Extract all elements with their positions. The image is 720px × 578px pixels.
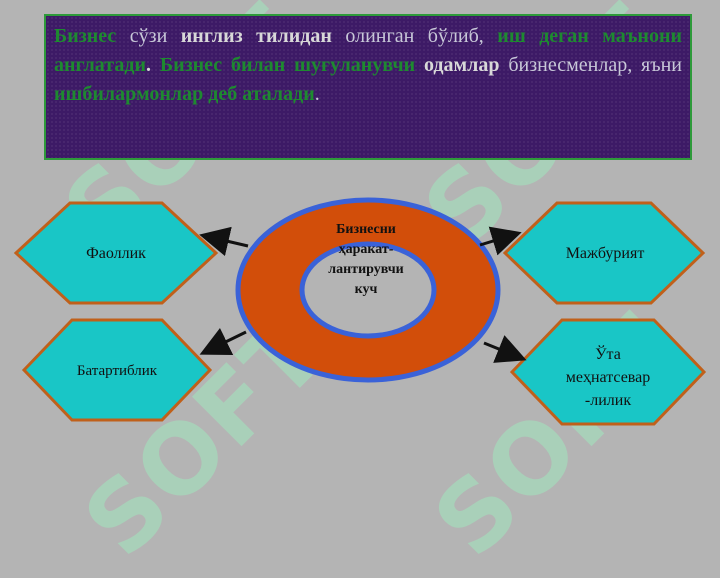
arrow-to-bottom-right <box>483 335 527 363</box>
hexagon-bottom-right <box>509 318 707 426</box>
arrow-to-bottom-left <box>199 327 247 355</box>
text-segment: иш деган маънони англатади <box>54 25 682 76</box>
text-segment: . <box>314 83 320 105</box>
node-label-line: -лилик <box>584 392 632 409</box>
text-segment: одамлар <box>415 54 500 76</box>
center-label-line: ҳаракат- <box>338 242 394 257</box>
text-segment: ишбилармонлар деб аталади <box>54 83 315 105</box>
center-label-line: Бизнесни <box>336 222 396 237</box>
definition-text-panel: Бизнес сўзи инглиз тилидан олинган бўлиб… <box>44 14 692 160</box>
hexagon-bottom-left <box>21 318 213 422</box>
text-segment: . <box>146 54 160 76</box>
center-label-line: лантирувчи <box>328 262 404 277</box>
node-label-bottom-left: Батартиблик <box>76 363 158 379</box>
text-segment: Бизнес билан шуғуланувчи <box>159 54 416 76</box>
text-segment: бизнесменлар, яъни <box>499 54 682 76</box>
text-segment: олинган бўлиб, <box>331 25 498 47</box>
center-label-line: куч <box>354 282 378 297</box>
node-label-line: Ўта <box>595 346 621 363</box>
center-inner-circle <box>299 241 437 339</box>
node-label-top-left: Фаоллик <box>86 245 146 262</box>
node-label-top-right: Мажбурият <box>565 245 645 262</box>
diagram <box>13 197 707 426</box>
hexagon-top-right <box>502 201 706 305</box>
arrow-to-top-left <box>199 226 249 257</box>
node-label-line: меҳнатсевар <box>565 369 651 386</box>
text-segment: инглиз тилидан <box>180 25 332 47</box>
center-label: Бизнесни ҳаракат- лантирувчи куч <box>306 220 426 300</box>
node-label-bottom-right: Ўта меҳнатсевар -лилик <box>540 343 676 412</box>
text-segment: сўзи <box>116 25 181 47</box>
text-segment: Бизнес <box>54 25 117 47</box>
arrow-to-top-right <box>479 226 522 256</box>
slide: SOFT SOFT SOFT SOFT Бизнес сўзи инглиз т… <box>13 0 707 578</box>
